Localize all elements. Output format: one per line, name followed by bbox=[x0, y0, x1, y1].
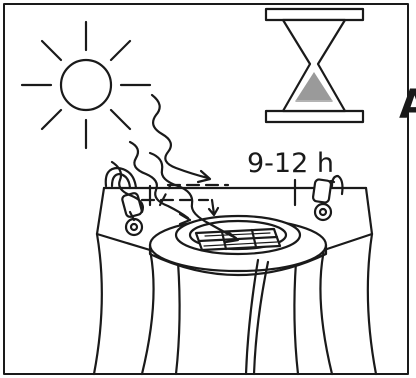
left-clip bbox=[104, 166, 144, 237]
sand bbox=[296, 72, 332, 100]
lid-pointer bbox=[210, 198, 216, 216]
hourglass-icon bbox=[264, 7, 365, 124]
cord bbox=[244, 258, 260, 376]
duration-label: 9-12 h bbox=[247, 148, 334, 179]
light-rays bbox=[110, 93, 240, 244]
sun-icon bbox=[20, 20, 152, 150]
right-clip bbox=[311, 174, 344, 222]
lamp-shade bbox=[92, 232, 378, 376]
border bbox=[3, 3, 409, 375]
edge-letter: A bbox=[399, 82, 416, 128]
solar-lid bbox=[148, 214, 328, 277]
